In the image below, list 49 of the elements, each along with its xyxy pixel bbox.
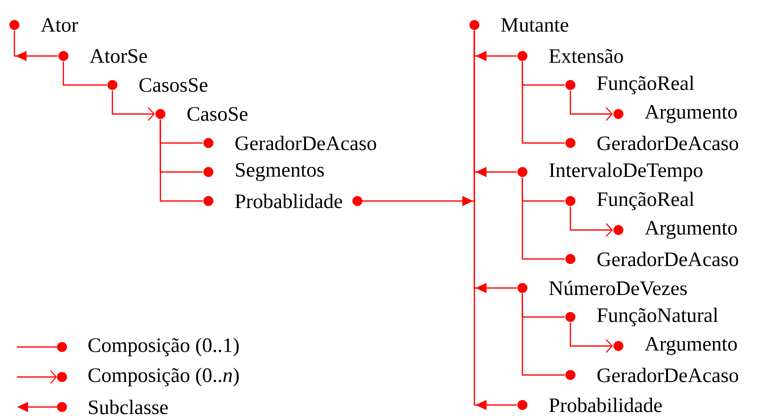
node-label: GeradorDeAcaso <box>597 252 738 266</box>
class-node: Segmentos <box>203 163 324 181</box>
class-node: Extensão <box>517 49 623 64</box>
class-node: Argumento <box>613 221 737 239</box>
class-node: IntervaloDeTempo <box>517 162 702 182</box>
class-node: NúmeroDeVezes <box>517 280 687 296</box>
class-node: Probablidade <box>203 194 342 208</box>
node-label: Probabilidade <box>549 398 662 412</box>
node-label: AtorSe <box>90 49 147 63</box>
arrow <box>570 90 613 121</box>
class-node: Mutante <box>469 18 568 32</box>
node-label: NúmeroDeVezes <box>549 280 687 296</box>
arrow <box>570 322 613 353</box>
node-label: FunçãoReal <box>597 76 694 94</box>
class-node: CasosSe <box>107 78 208 92</box>
node-label: GeradorDeAcaso <box>597 368 738 382</box>
node-label: GeradorDeAcaso <box>235 136 376 150</box>
node-label: FunçãoNatural <box>597 308 718 326</box>
node-label: FunçãoReal <box>597 192 694 210</box>
class-node: FunçãoReal <box>565 192 694 210</box>
class-node: Argumento <box>613 337 737 355</box>
arrow <box>112 90 155 121</box>
class-node: GeradorDeAcaso <box>565 136 738 150</box>
class-node: Ator <box>9 18 78 32</box>
class-node: GeradorDeAcaso <box>565 368 738 382</box>
node-label: Ator <box>40 18 78 32</box>
class-node: Argumento <box>613 105 737 123</box>
node-label: CasoSe <box>187 107 248 121</box>
node-label: Argumento <box>644 105 737 123</box>
legend-text: Subclasse <box>88 400 168 414</box>
legend-text: Composição (0..1) <box>88 338 239 356</box>
class-node: GeradorDeAcaso <box>203 136 376 150</box>
node-label: Probablidade <box>235 194 342 208</box>
node-label: Extensão <box>549 48 623 64</box>
node-label: IntervaloDeTempo <box>549 162 702 182</box>
class-node: Probabilidade <box>517 398 662 412</box>
arrow <box>570 206 613 237</box>
legend-text: Composição (0..n) <box>88 368 239 386</box>
class-node: CasoSe <box>155 107 248 121</box>
class-node: FunçãoReal <box>565 76 694 94</box>
class-node: AtorSe <box>58 49 147 63</box>
node-label: Argumento <box>644 221 737 239</box>
class-node: GeradorDeAcaso <box>565 252 738 266</box>
node-label: GeradorDeAcaso <box>597 136 738 150</box>
node-label: CasosSe <box>139 78 208 92</box>
node-label: Argumento <box>644 337 737 355</box>
class-node: FunçãoNatural <box>565 308 718 326</box>
node-label: Segmentos <box>236 163 324 181</box>
node-label: Mutante <box>501 18 568 32</box>
